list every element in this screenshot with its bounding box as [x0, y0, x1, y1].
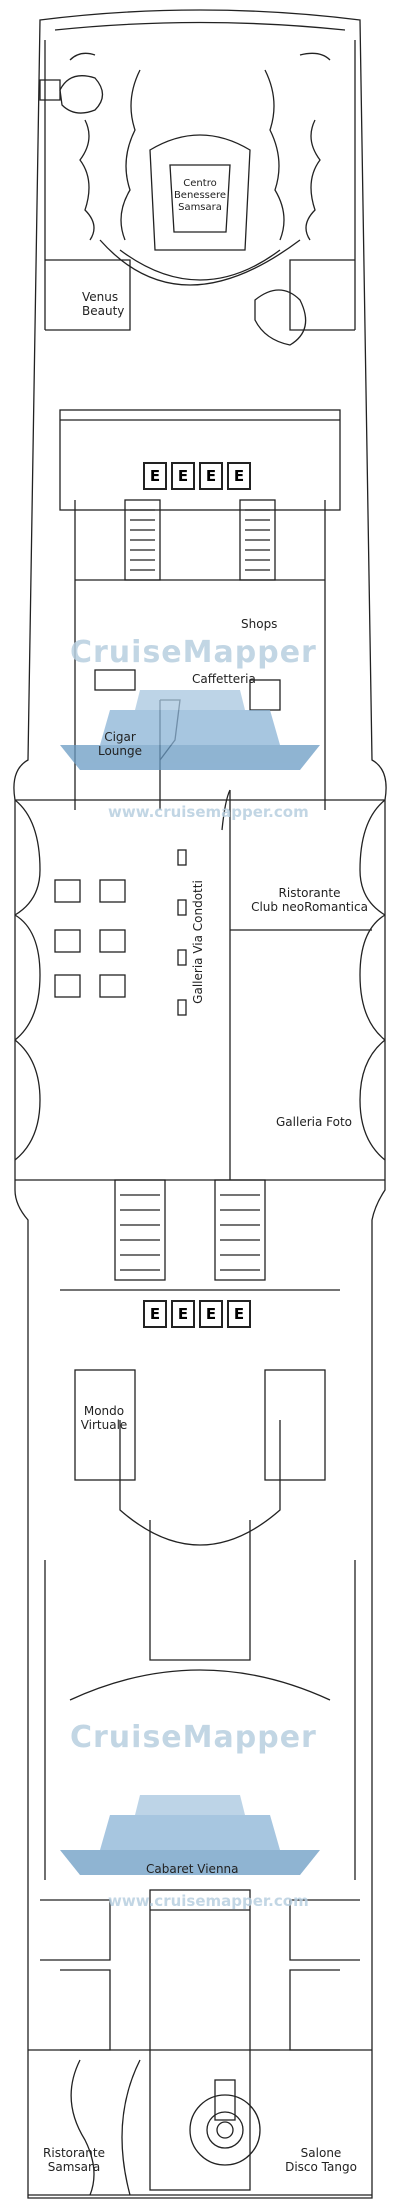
label-galleria-via-condotti[interactable]: Galleria Via Condotti — [190, 880, 205, 1004]
elevator-icon: E — [199, 462, 223, 490]
watermark-url: www.cruisemapper.com — [108, 1892, 309, 1910]
hull-outline — [13, 9, 387, 2199]
label-cigar-lounge[interactable]: Cigar Lounge — [97, 730, 143, 758]
elevator-icon: E — [143, 462, 167, 490]
label-cabaret-vienna[interactable]: Cabaret Vienna — [146, 1862, 239, 1876]
elevators-aft: E E E E — [143, 1300, 251, 1328]
label-shops[interactable]: Shops — [241, 617, 278, 631]
elevator-icon: E — [227, 462, 251, 490]
watermark-url: www.cruisemapper.com — [108, 803, 309, 821]
label-ristorante-club[interactable]: Ristorante Club neoRomantica — [251, 886, 368, 914]
ship-watermark-1 — [60, 745, 320, 770]
label-salone-disco-tango[interactable]: Salone Disco Tango — [285, 2146, 357, 2174]
elevator-icon: E — [143, 1300, 167, 1328]
elevator-icon: E — [227, 1300, 251, 1328]
watermark-brand: CruiseMapper — [70, 635, 317, 670]
label-centro-benessere[interactable]: Centro Benessere Samsara — [173, 178, 227, 213]
watermark-brand: CruiseMapper — [70, 1720, 317, 1755]
label-galleria-foto[interactable]: Galleria Foto — [276, 1115, 353, 1129]
ship-watermark-2 — [60, 1850, 320, 1875]
label-ristorante-samsara[interactable]: Ristorante Samsara — [43, 2146, 105, 2174]
elevator-icon: E — [171, 462, 195, 490]
label-venus-beauty[interactable]: Venus Beauty — [82, 290, 125, 318]
elevators-forward: E E E E — [143, 462, 251, 490]
label-caffetteria[interactable]: Caffetteria — [192, 672, 256, 686]
elevator-icon: E — [171, 1300, 195, 1328]
label-mondo-virtuale[interactable]: Mondo Virtuale — [80, 1404, 128, 1432]
elevator-icon: E — [199, 1300, 223, 1328]
